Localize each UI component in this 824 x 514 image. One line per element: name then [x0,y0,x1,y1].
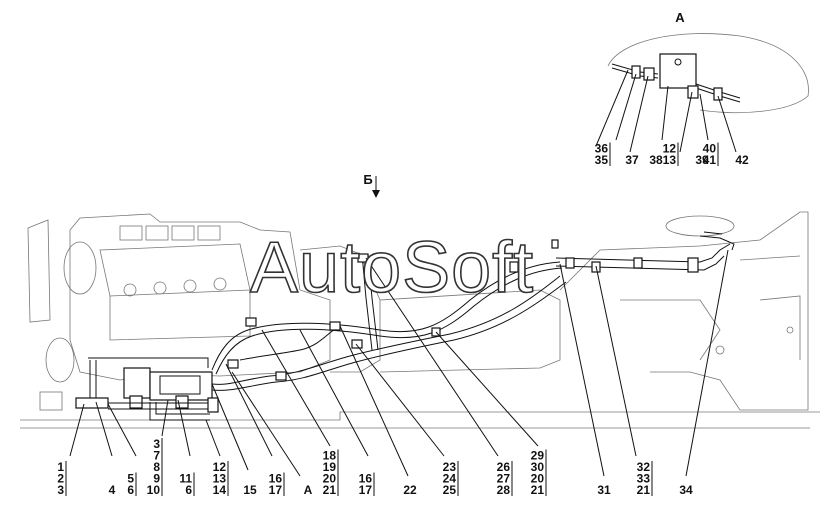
callout-group-g4: 4 [109,483,116,497]
callout-number: 2 [57,472,64,486]
callout-number: 17 [269,483,283,497]
callout-group-d37: 37 [625,153,639,167]
callout-number: 37 [625,153,639,167]
callout-number: 7 [153,449,160,463]
callout-number: 27 [497,472,511,486]
callout-number: 19 [323,460,337,474]
callout-number: 36 [595,142,609,156]
callout-number: 12 [213,460,227,474]
callout-group-d39: 39 [695,153,709,167]
callout-number: 33 [637,472,651,486]
callout-number: 25 [443,483,457,497]
callout-number: 4 [109,483,116,497]
callout-number: 9 [153,472,160,486]
leader-lines [69,176,729,477]
callout-number: 31 [597,483,611,497]
callout-group-d42: 42 [735,153,749,167]
callout-number: 21 [531,483,545,497]
callout-number: 6 [185,483,192,497]
callout-number: 40 [703,142,717,156]
callout-number: 13 [213,472,227,486]
watermark-text: AutoSoft [250,228,534,308]
callout-number: 21 [323,483,337,497]
callout-number: 1 [57,460,64,474]
callout-number: 42 [735,153,749,167]
callout-number: 35 [595,153,609,167]
callout-group-g1: 123 [57,460,67,497]
callout-number: 17 [359,483,373,497]
callout-number: 41 [703,153,717,167]
callout-number: 16 [269,472,283,486]
callout-number: 30 [531,460,545,474]
callout-number: 26 [497,460,511,474]
callout-number: 14 [213,483,227,497]
callout-group-d38: 38 [649,153,663,167]
callout-number: 38 [649,153,663,167]
callout-number: 20 [531,472,545,486]
callout-group-g34: 34 [679,483,693,497]
callout-number: 22 [403,483,417,497]
callout-number: 15 [243,483,257,497]
callout-group-g15: 15 [243,483,257,497]
callout-number: 3 [57,483,64,497]
callout-group-gA: А [304,483,313,497]
callout-group-g5: 56 [127,472,137,497]
callout-number: 12 [663,142,677,156]
callout-number: 34 [679,483,693,497]
callout-number: 3 [153,437,160,451]
detail-view-a [595,33,809,153]
callout-number: 11 [179,472,192,486]
callout-number: 24 [443,472,457,486]
callout-number: 28 [497,483,511,497]
callout-number: 13 [663,153,677,167]
arrow-view-label: Б [363,172,372,187]
callout-number: 20 [323,472,337,486]
callout-number: 8 [153,460,160,474]
callout-number: 5 [127,472,134,486]
callout-number: 18 [323,449,337,463]
callout-number: 21 [637,483,651,497]
callout-group-g11: 116 [179,472,195,497]
callout-number: 29 [531,449,545,463]
callout-group-g22: 22 [403,483,417,497]
callout-number: 16 [359,472,373,486]
callout-number: 6 [127,483,134,497]
callout-number: 32 [637,460,651,474]
heater-unit [75,357,219,421]
callout-number: 23 [443,460,457,474]
callout-number: 39 [695,153,709,167]
callout-number: А [304,483,313,497]
callout-number: 10 [147,483,161,497]
detail-view-label: А [675,10,685,25]
callout-group-g31: 31 [597,483,611,497]
engine-outline [20,211,820,429]
